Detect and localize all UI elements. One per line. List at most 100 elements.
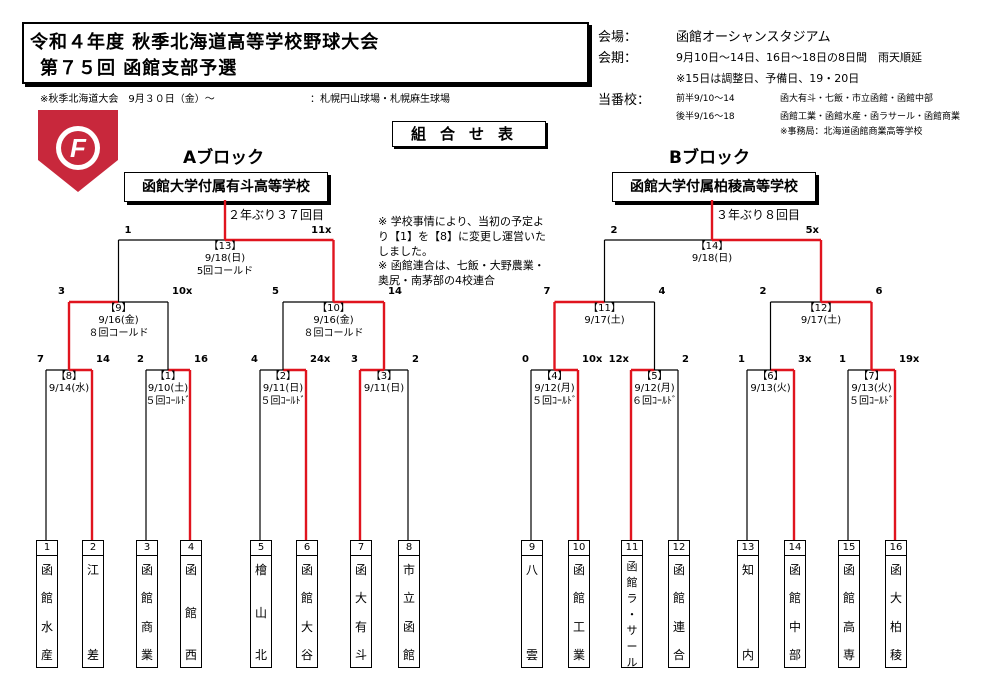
game-date: 9/16(金) [98, 315, 139, 326]
team-name-char: 館 [402, 647, 415, 662]
block-a-title: Aブロック [183, 148, 265, 168]
team-name-char: 江 [86, 563, 99, 577]
team-name-char: 連 [672, 619, 685, 634]
team-name: 函館大谷 [297, 557, 317, 667]
team-name-char: 柏 [889, 619, 902, 634]
game-date: 9/12(月) [634, 383, 675, 394]
team-name-char: 館 [672, 591, 685, 606]
team-name-char: 谷 [300, 647, 313, 662]
game-note: ５回ｺｰﾙﾄﾞ [260, 396, 306, 407]
score-left: 1 [839, 354, 846, 365]
team-name-char: 立 [402, 591, 415, 606]
score-right: 4 [658, 286, 666, 297]
team-name-char: 函 [402, 619, 415, 634]
score-right: 2 [412, 354, 419, 365]
team-number: 14 [785, 541, 805, 556]
team-number: 8 [399, 541, 419, 556]
team-name-char: 函 [626, 560, 638, 573]
game-number: 【1】 [154, 371, 182, 382]
team-name-char: 大 [889, 591, 902, 606]
team-name-char: 西 [184, 648, 197, 662]
game-number: 【12】 [804, 303, 838, 314]
period-label: 会期： [598, 51, 638, 66]
game-date: 9/14(水) [48, 383, 90, 394]
team-name-char: 中 [788, 619, 801, 634]
venue-label: 会場： [598, 30, 638, 45]
game-number: 【11】 [588, 303, 621, 314]
team-name: 函館ラ・サール [622, 557, 642, 669]
team-name: 函館高専 [839, 557, 859, 667]
team-name-char: 函 [842, 563, 855, 577]
score-right: 2 [682, 354, 689, 365]
score-left: 4 [251, 354, 258, 365]
score-left: 7 [543, 286, 551, 297]
team-number: 4 [181, 541, 201, 556]
school-logo-icon: F [38, 110, 118, 192]
team-number: 11 [622, 541, 642, 556]
team-name: 函館工業 [569, 557, 589, 667]
team-name-char: 業 [572, 647, 585, 662]
title-box [22, 22, 589, 84]
game-date: 9/13(火) [750, 383, 791, 394]
team-number: 6 [297, 541, 317, 556]
team-name-char: 函 [354, 563, 367, 577]
team-name: 函館西 [181, 557, 201, 667]
team-name: 江差 [83, 557, 103, 667]
game-number: 【6】 [757, 371, 784, 382]
team-name-char: 館 [788, 591, 801, 606]
note-schedule-change: ※ 学校事情により、当初の予定より【1】を【8】に変更し運営いたしました。 [378, 215, 546, 258]
host-term-2: 後半9/16～18 [676, 112, 735, 122]
game-date: 9/13(火) [851, 383, 892, 394]
team-name-char: 業 [140, 647, 153, 662]
game-number: 【9】 [105, 303, 132, 314]
team-name: 函館連合 [669, 557, 689, 667]
block-b-winner: 函館大学付属柏稜高等学校 [612, 172, 816, 202]
game-date: 9/10(土) [147, 383, 189, 394]
chart-label: 組合せ表 [392, 121, 546, 147]
team-name-char: 函 [40, 563, 53, 577]
game-note: ５回ｺｰﾙﾄﾞ [532, 396, 577, 407]
score-right: 19x [899, 354, 920, 365]
venue-value: 函館オーシャンスタジアム [676, 30, 831, 45]
game-date: 9/18(日) [204, 253, 246, 264]
team-number: 7 [351, 541, 371, 556]
team-number: 9 [522, 541, 542, 556]
game-date: 9/16(金) [313, 315, 354, 326]
team-name-char: ラ [626, 592, 638, 605]
team-name-char: サ [626, 624, 638, 637]
team-name-char: 館 [140, 591, 153, 606]
team-name-char: 稜 [889, 647, 902, 662]
score-right: 10x [172, 286, 193, 297]
team-name-char: ・ [626, 608, 638, 621]
team-name-char: 函 [672, 563, 685, 577]
team-name-char: ル [626, 656, 638, 669]
team-number: 15 [839, 541, 859, 556]
team-name: 八雲 [522, 557, 542, 667]
team-name-char: 北 [254, 648, 267, 662]
score-left: 3 [351, 354, 358, 365]
score-left: 7 [37, 354, 44, 365]
game-number: 【4】 [541, 371, 568, 382]
team-name-char: 館 [40, 591, 53, 606]
team-number: 12 [669, 541, 689, 556]
score-left: 1 [738, 354, 745, 365]
game-number: 【5】 [641, 371, 668, 382]
game-date: 9/11(日) [262, 383, 304, 394]
score-left: 2 [610, 225, 618, 236]
game-date: 9/11(日) [363, 383, 405, 394]
team-name-char: 合 [672, 647, 685, 662]
team-name-char: 函 [184, 563, 197, 577]
score-left: 5 [272, 286, 279, 297]
